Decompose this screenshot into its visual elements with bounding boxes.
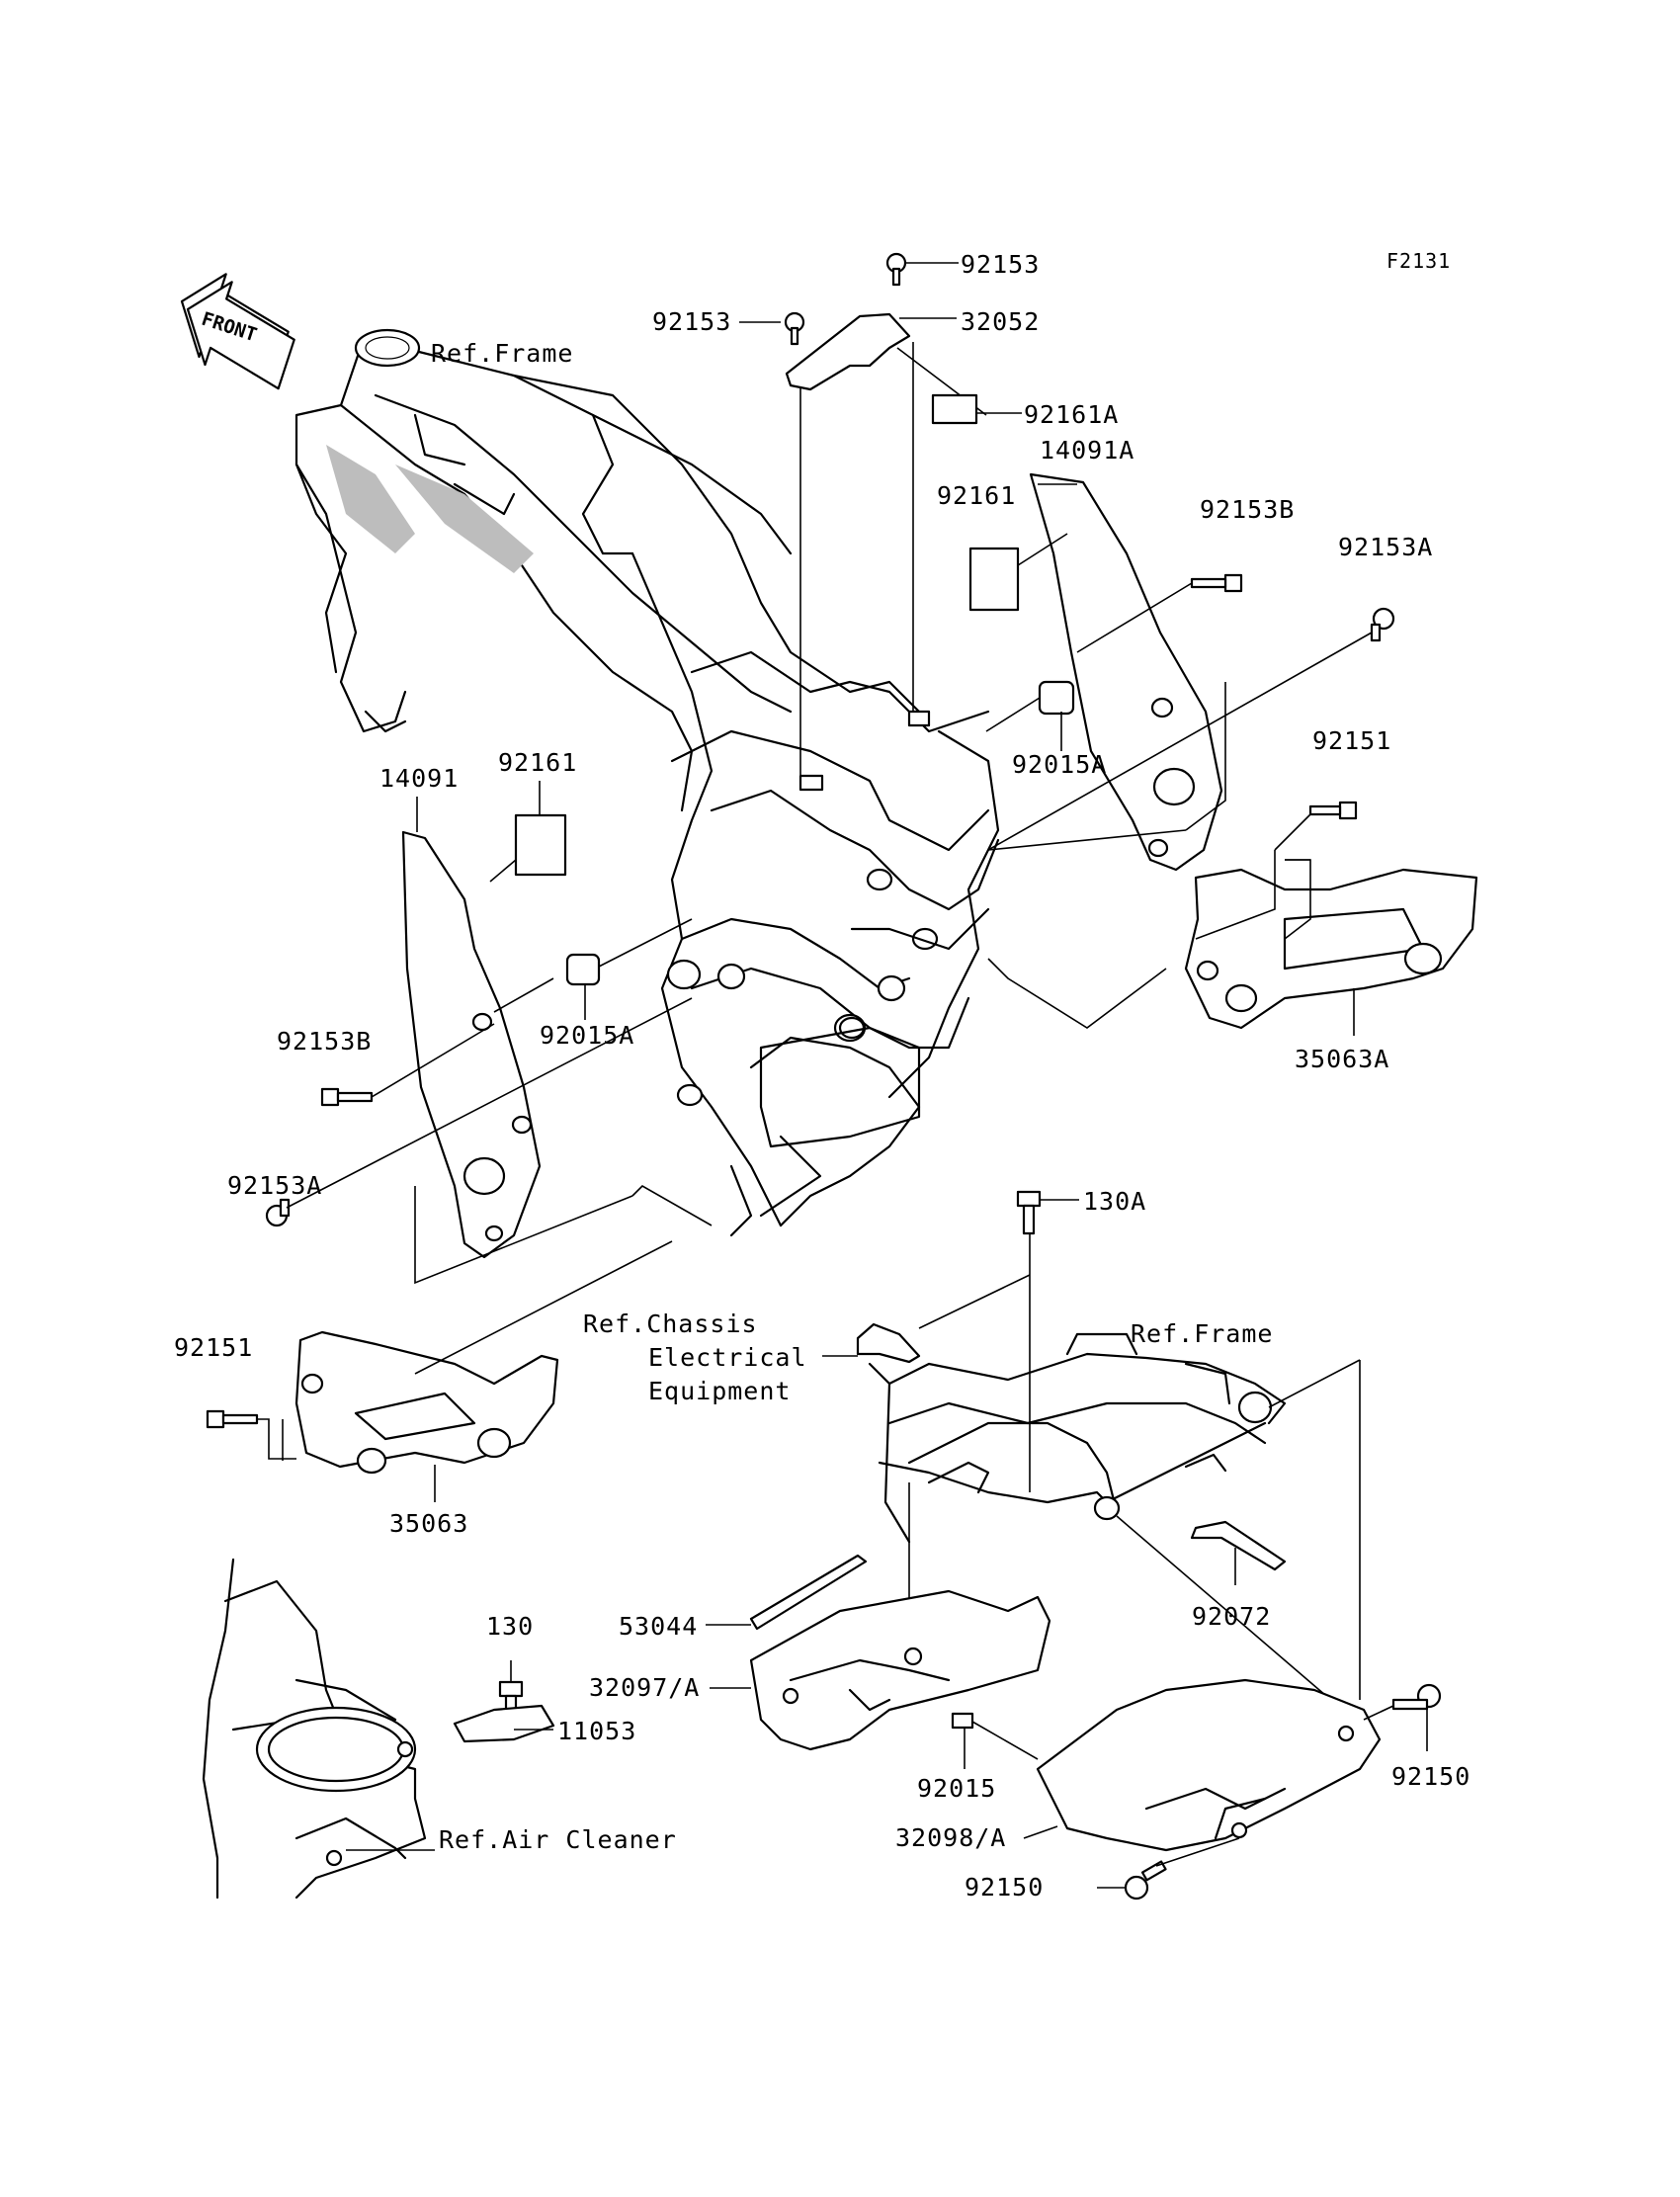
pad-92161-left	[514, 813, 567, 877]
collar-92015A-right	[1038, 680, 1075, 716]
footrest-bracket-35063	[294, 1330, 559, 1475]
bolt-92153B-left	[320, 1087, 374, 1107]
main-frame	[294, 328, 1000, 1237]
cover-14091A	[1029, 472, 1223, 872]
label-ref-frame-top: Ref.Frame	[431, 339, 573, 368]
rod-53044	[749, 1554, 868, 1631]
label-92153B-left: 92153B	[277, 1027, 372, 1056]
figure-code: F2131	[1386, 249, 1451, 273]
label-92161-left: 92161	[498, 748, 577, 777]
bracket-chassis-electrical	[856, 1322, 921, 1364]
label-ref-frame-bottom: Ref.Frame	[1131, 1319, 1273, 1348]
label-53044: 53044	[619, 1612, 698, 1641]
label-ref-chassis-line3: Equipment	[648, 1377, 791, 1405]
label-92072: 92072	[1192, 1602, 1271, 1631]
footrest-bracket-35063A	[1184, 868, 1478, 1030]
cover-11053	[453, 1704, 555, 1743]
label-ref-chassis-line2: Electrical	[648, 1343, 807, 1372]
label-92161-right: 92161	[937, 481, 1016, 510]
cover-14091	[401, 830, 542, 1259]
front-arrow-icon: FRONT	[180, 273, 295, 390]
strap-92072	[1190, 1520, 1287, 1571]
label-92161A: 92161A	[1024, 400, 1119, 429]
label-32097A: 32097/A	[589, 1673, 700, 1702]
label-130: 130	[486, 1612, 534, 1641]
label-35063A: 35063A	[1295, 1045, 1389, 1073]
label-92015: 92015	[917, 1774, 996, 1803]
bolt-92153A-left	[265, 1198, 291, 1227]
bolt-92151-left	[206, 1409, 259, 1429]
bolt-130A	[1016, 1190, 1042, 1235]
air-cleaner-housing	[202, 1558, 427, 1900]
label-32098A: 32098/A	[895, 1823, 1006, 1852]
pad-92161-right	[968, 547, 1020, 612]
bracket-32052	[784, 252, 911, 391]
label-32052: 32052	[961, 307, 1040, 336]
rear-subframe	[868, 1332, 1287, 1544]
label-92153-top: 92153	[961, 250, 1040, 279]
clip-92015	[951, 1712, 974, 1730]
bolt-92150-bottom	[1124, 1860, 1167, 1901]
label-92015A-right: 92015A	[1012, 750, 1107, 779]
label-92153-left: 92153	[652, 307, 731, 336]
label-92150-right: 92150	[1391, 1762, 1470, 1791]
label-14091A: 14091A	[1040, 436, 1134, 465]
label-ref-air-cleaner: Ref.Air Cleaner	[439, 1825, 677, 1854]
label-92153B-right: 92153B	[1200, 495, 1295, 524]
pad-92161A	[931, 393, 978, 425]
label-14091: 14091	[379, 764, 459, 793]
label-ref-chassis-line1: Ref.Chassis	[583, 1310, 758, 1338]
label-92153A-left: 92153A	[227, 1171, 322, 1200]
bolt-92153B-right	[1190, 573, 1243, 593]
label-35063: 35063	[389, 1509, 468, 1538]
bolt-92153A-right	[1370, 607, 1395, 642]
collar-92015A-left	[565, 953, 601, 986]
label-92153A-right: 92153A	[1338, 533, 1433, 561]
bolt-92150-right	[1391, 1683, 1442, 1711]
bolt-92151-right	[1308, 801, 1358, 820]
cover-32098A	[1036, 1678, 1382, 1852]
label-92151-right: 92151	[1312, 726, 1391, 755]
label-92150-bottom: 92150	[965, 1873, 1044, 1901]
label-130A: 130A	[1083, 1187, 1146, 1216]
label-11053: 11053	[557, 1717, 636, 1745]
tray-32097A	[749, 1589, 1051, 1751]
label-92015A-left: 92015A	[540, 1021, 634, 1050]
label-92151-left: 92151	[174, 1333, 253, 1362]
